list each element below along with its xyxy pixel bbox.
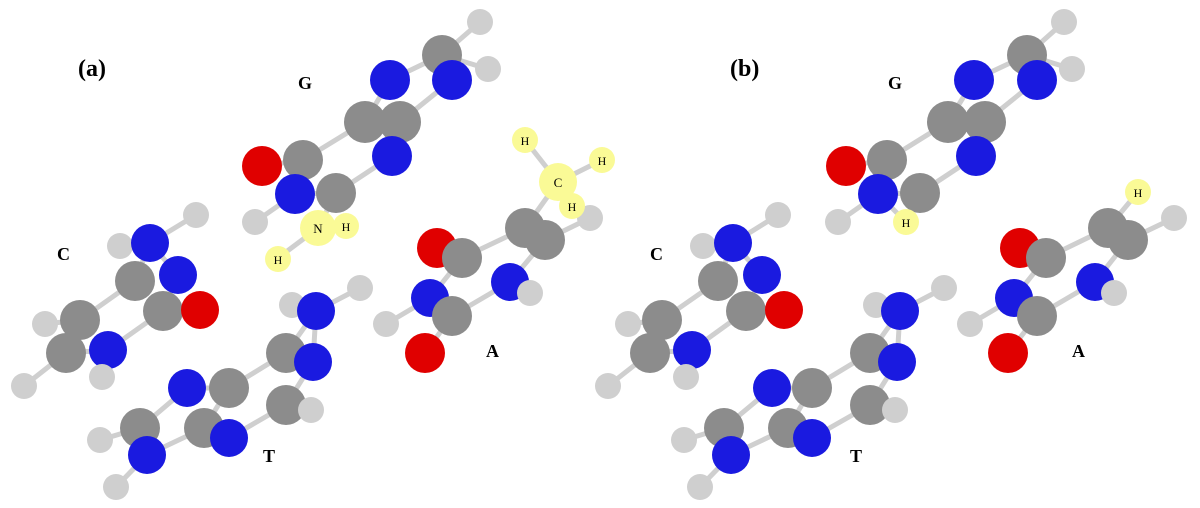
base-label-a-a: A xyxy=(486,341,499,361)
base-label-a-b: A xyxy=(1072,341,1085,361)
highlight-atom-c-a: C xyxy=(554,175,563,190)
thymine-atoms-b xyxy=(671,275,957,500)
base-label-t-b: T xyxy=(850,446,862,466)
panel-a: (a) xyxy=(11,9,615,500)
amino-group-highlight-a: N H H xyxy=(265,210,359,272)
methyl-group-highlight-a: C H H H xyxy=(512,127,615,219)
highlight-atom-h5-a: H xyxy=(568,200,577,214)
panel-a-label: (a) xyxy=(78,56,106,82)
highlight-atom-h-g-b: H xyxy=(902,216,911,230)
highlight-atom-h3-a: H xyxy=(521,134,530,148)
adenine-atoms-a xyxy=(373,205,603,373)
panel-b-label: (b) xyxy=(730,56,759,82)
hydrogen-highlight-a-b: H xyxy=(1125,179,1151,205)
base-label-g-a: G xyxy=(298,73,312,93)
adenine-atoms-b xyxy=(957,205,1187,373)
highlight-atom-h4-a: H xyxy=(598,154,607,168)
base-label-t-a: T xyxy=(263,446,275,466)
highlight-atom-n-a: N xyxy=(313,221,323,236)
highlight-atom-h-a-b: H xyxy=(1134,186,1143,200)
thymine-atoms-a xyxy=(87,275,373,500)
highlight-atom-h1-a: H xyxy=(342,220,351,234)
highlight-atom-h2-a: H xyxy=(274,253,283,267)
hydrogen-highlight-g-b: H xyxy=(893,209,919,235)
guanine-atoms-b xyxy=(825,9,1085,235)
base-label-c-a: C xyxy=(57,244,70,264)
base-label-c-b: C xyxy=(650,244,663,264)
cytosine-atoms-b xyxy=(595,202,803,399)
guanine-atoms-a xyxy=(242,9,501,235)
cytosine-atoms-a xyxy=(11,202,219,399)
panel-b: (b) xyxy=(595,9,1187,500)
base-label-g-b: G xyxy=(888,73,902,93)
